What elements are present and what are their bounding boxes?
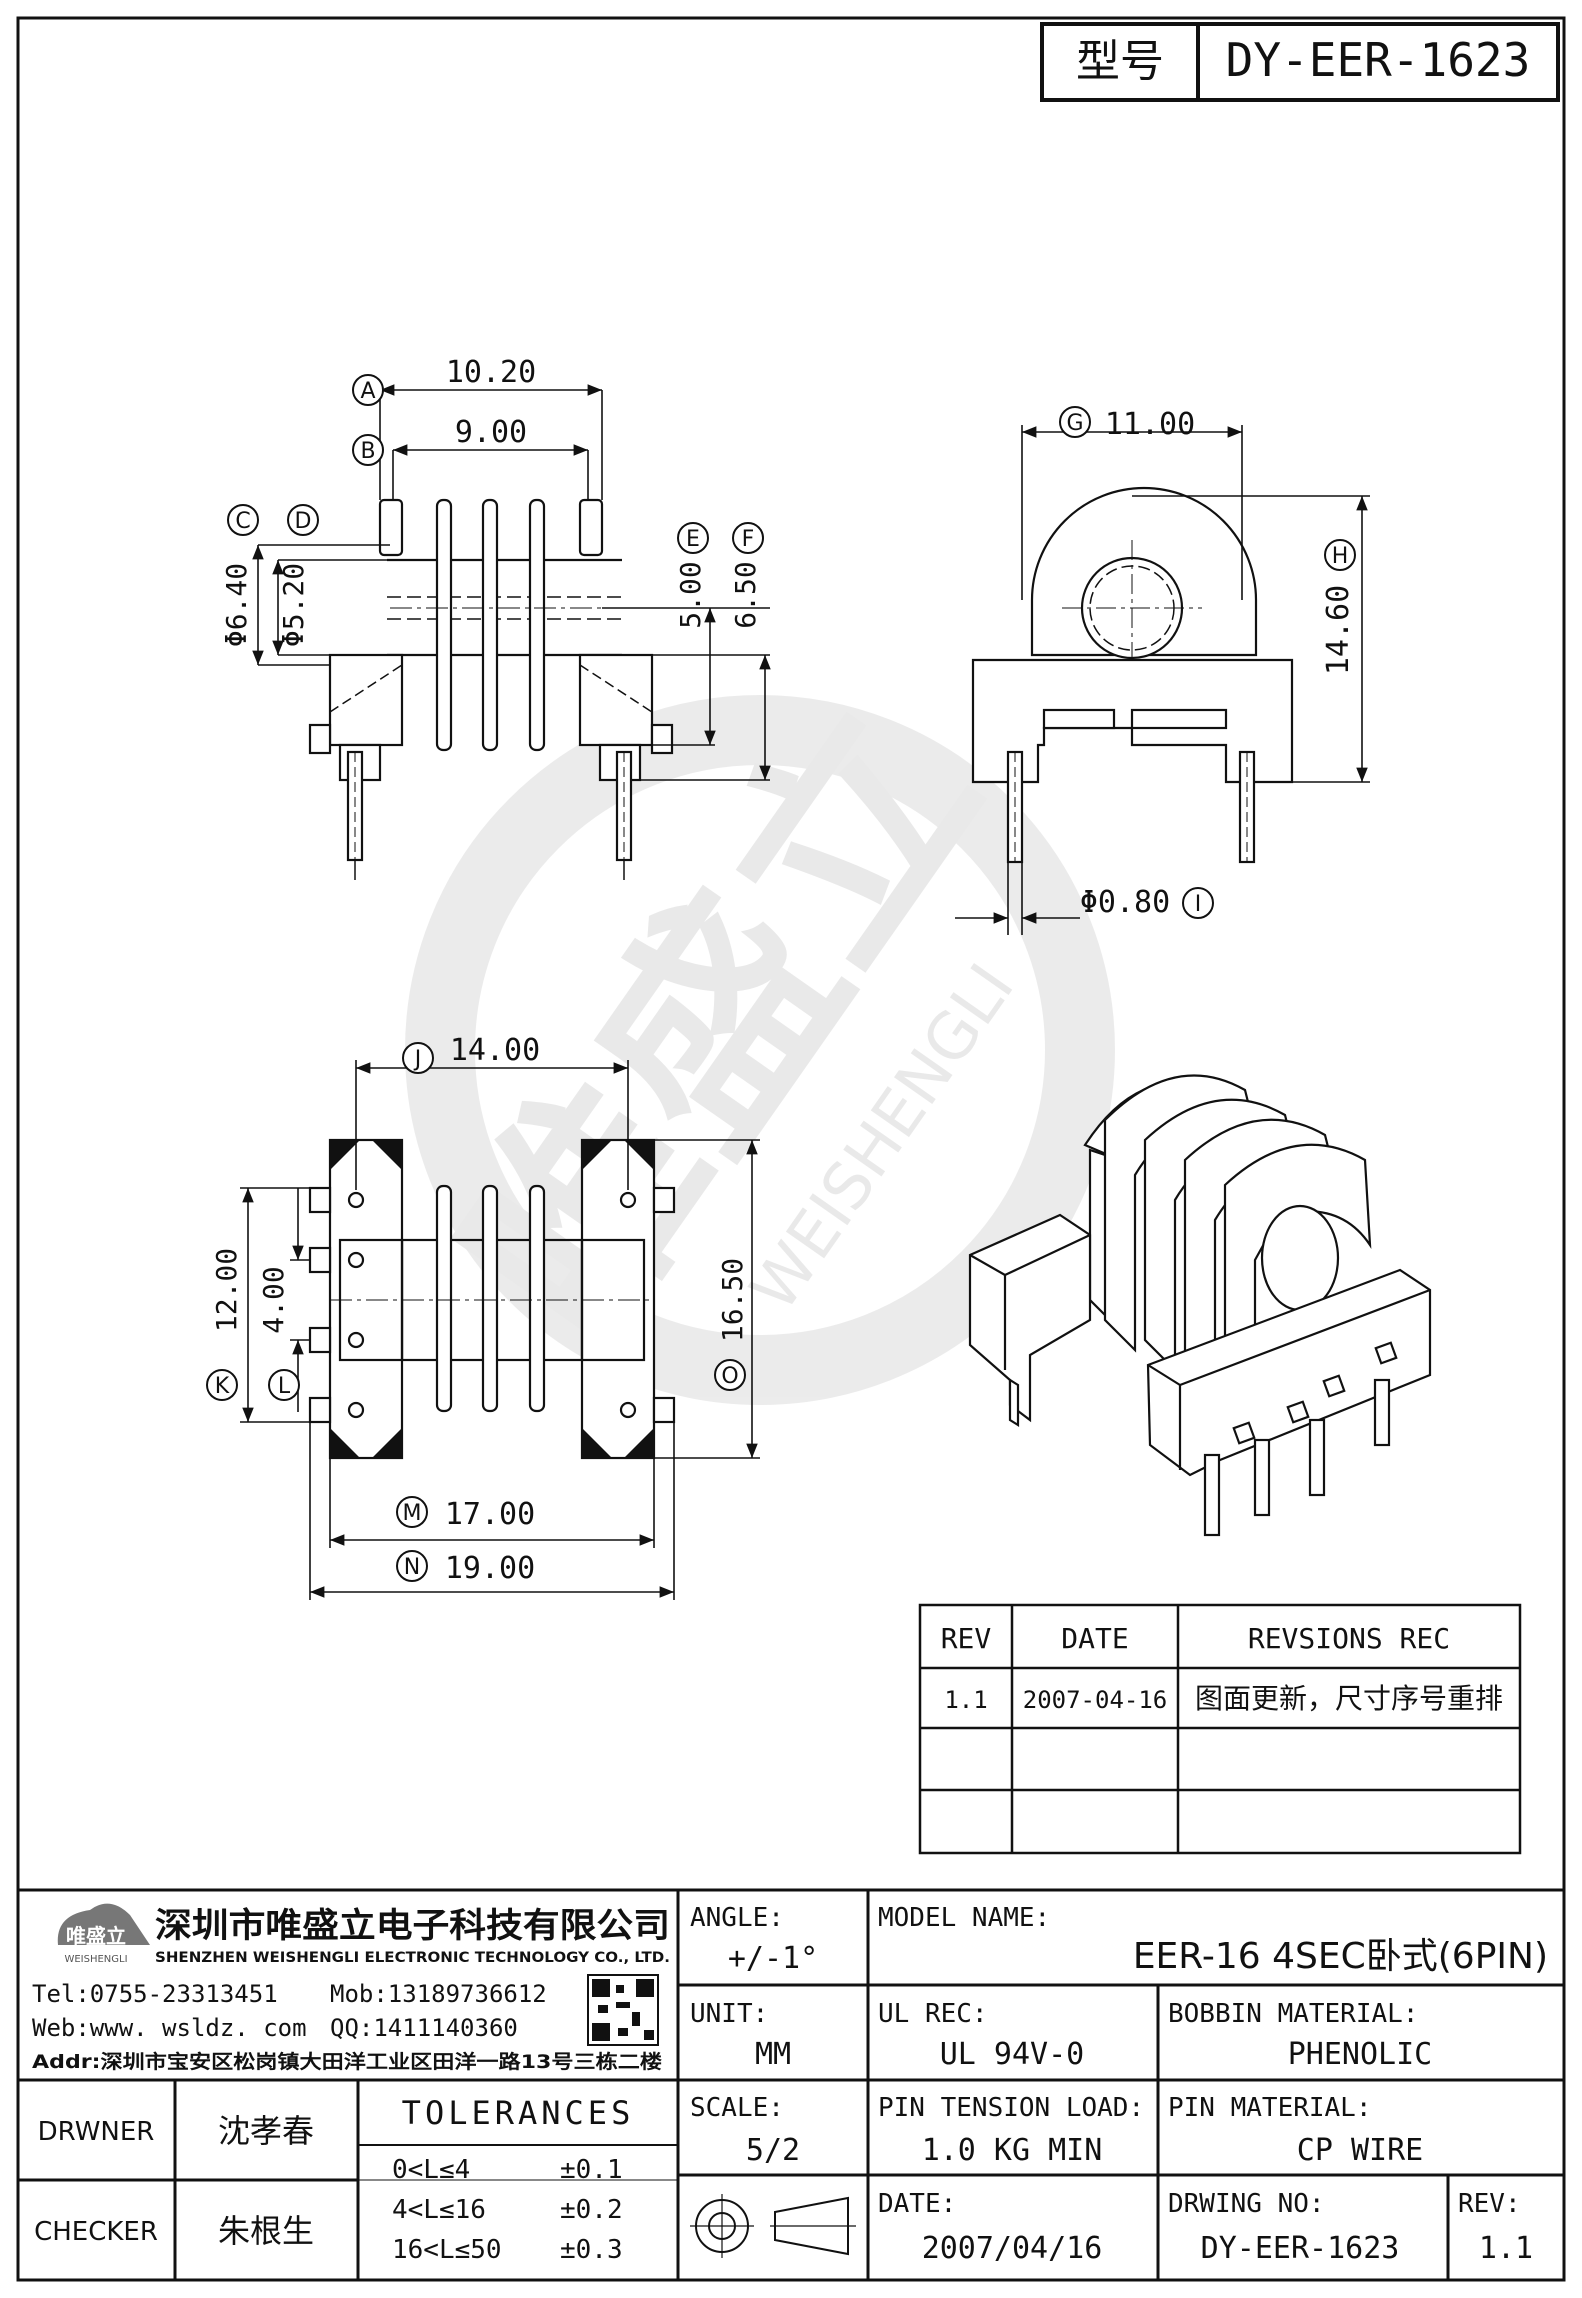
tag-D: D (295, 509, 312, 534)
tol-value-2: ±0.2 (560, 2195, 623, 2225)
tag-G: G (1066, 411, 1083, 436)
angle-value: +/-1° (728, 1941, 818, 1976)
date-value: 2007/04/16 (922, 2231, 1103, 2266)
scale-label: SCALE: (690, 2093, 784, 2123)
scale-value: 5/2 (746, 2133, 800, 2168)
dim-C: Φ6.40 (220, 563, 253, 647)
bobbin-material-value: PHENOLIC (1288, 2037, 1433, 2072)
ul-label: UL REC: (878, 1999, 988, 2029)
company-info: 唯盛立 WEISHENGLI 深圳市唯盛立电子科技有限公司 SHENZHEN W… (32, 1903, 670, 2073)
type-value: DY-EER-1623 (1226, 33, 1531, 87)
dim-B: 9.00 (455, 415, 527, 450)
rev-value: 1.1 (1479, 2231, 1533, 2266)
pin-material-value: CP WIRE (1297, 2133, 1423, 2168)
checker-label: CHECKER (34, 2217, 158, 2247)
drawing-no-label: DRWING NO: (1168, 2189, 1325, 2219)
header-box: 型号 DY-EER-1623 (1040, 22, 1560, 102)
company-addr: Addr:深圳市宝安区松岗镇大田洋工业区田洋一路13号三栋二楼 (32, 2050, 662, 2073)
tag-I: I (1195, 892, 1202, 917)
dim-J: 14.00 (450, 1033, 540, 1068)
company-qq: QQ:1411140360 (330, 2014, 518, 2042)
dim-F: 6.50 (729, 561, 762, 628)
side-dims: G 11.00 H 14.60 Φ0.80 I (955, 406, 1370, 935)
company-name-cn: 深圳市唯盛立电子科技有限公司 (155, 1906, 670, 1946)
front-dims: A 10.20 B 9.00 C D Φ6.40 Φ5.20 E F 5.00 … (220, 355, 771, 781)
tolerances-label: TOLERANCES (402, 2094, 635, 2132)
tag-O: O (721, 1364, 738, 1389)
dim-I: Φ0.80 (1080, 885, 1170, 920)
qr-code-icon (587, 1974, 659, 2046)
tol-range-3: 16<L≤50 (392, 2235, 502, 2265)
projection-symbol-icon (690, 2194, 856, 2258)
tag-F: F (742, 527, 755, 552)
tag-K: K (215, 1374, 230, 1399)
tag-L: L (278, 1374, 291, 1399)
tol-range-2: 4<L≤16 (392, 2195, 486, 2225)
dim-A: 10.20 (446, 355, 536, 390)
company-name-en: SHENZHEN WEISHENGLI ELECTRONIC TECHNOLOG… (155, 1950, 670, 1966)
tag-E: E (686, 527, 700, 552)
outer-border (16, 16, 1566, 2282)
company-mob: Mob:13189736612 (330, 1980, 547, 2008)
dim-E: 5.00 (674, 561, 707, 628)
drawing-no-value: DY-EER-1623 (1201, 2231, 1400, 2266)
drawer-value: 沈孝春 (218, 2112, 314, 2150)
title-block (18, 1888, 1564, 2280)
rev-header-rev: REV (941, 1622, 992, 1655)
model-label: MODEL NAME: (878, 1903, 1050, 1933)
type-label: 型号 (1076, 36, 1164, 87)
front-view (308, 498, 674, 880)
dim-M: 17.00 (445, 1497, 535, 1532)
revision-table: REV DATE REVSIONS REC 1.1 2007-04-16 图面更… (918, 1603, 1522, 1855)
side-view (971, 486, 1294, 864)
tag-B: B (360, 439, 375, 464)
dim-O: 16.50 (716, 1258, 749, 1342)
logo-cn: 唯盛立 (66, 1924, 126, 1948)
company-logo: 唯盛立 WEISHENGLI (57, 1903, 151, 1965)
tag-N: N (404, 1555, 420, 1580)
tag-H: H (1332, 544, 1349, 569)
pin-material-label: PIN MATERIAL: (1168, 2093, 1372, 2123)
isometric-view (968, 1074, 1432, 1537)
tag-C: C (235, 509, 250, 534)
model-value: EER-16 4SEC卧式(6PIN) (1133, 1936, 1548, 1977)
title-block-texts: ANGLE: +/-1° MODEL NAME: EER-16 4SEC卧式(6… (34, 1903, 1548, 2266)
dim-N: 19.00 (445, 1551, 535, 1586)
rev-header-rec: REVSIONS REC (1248, 1622, 1450, 1655)
company-tel: Tel:0755-23313451 (32, 1980, 278, 2008)
tag-A: A (360, 379, 375, 404)
date-label: DATE: (878, 2189, 956, 2219)
dim-H: 14.60 (1321, 585, 1356, 675)
unit-label: UNIT: (690, 1999, 768, 2029)
pin-tension-value: 1.0 KG MIN (922, 2133, 1103, 2168)
ul-value: UL 94V-0 (940, 2037, 1085, 2072)
bottom-dims: J 14.00 12.00 K 4.00 L 16.50 O M 17.00 N… (206, 1033, 760, 1600)
bobbin-material-label: BOBBIN MATERIAL: (1168, 1999, 1418, 2029)
rev-row1-date: 2007-04-16 (1023, 1686, 1168, 1714)
dim-G: 11.00 (1105, 407, 1195, 442)
rev-label: REV: (1458, 2189, 1521, 2219)
rev-header-date: DATE (1061, 1622, 1128, 1655)
drawer-label: DRWNER (38, 2117, 155, 2147)
tag-M: M (403, 1501, 422, 1526)
tol-range-1: 0<L≤4 (392, 2155, 470, 2185)
checker-value: 朱根生 (218, 2212, 314, 2250)
rev-row1-rec: 图面更新，尺寸序号重排 (1195, 1682, 1503, 1715)
unit-value: MM (755, 2037, 791, 2072)
tag-J: J (413, 1047, 422, 1072)
logo-en: WEISHENGLI (64, 1954, 127, 1965)
company-web: Web:www. wsldz. com (32, 2014, 307, 2042)
dim-K: 12.00 (210, 1248, 243, 1332)
angle-label: ANGLE: (690, 1903, 784, 1933)
tol-value-1: ±0.1 (560, 2155, 623, 2185)
tol-value-3: ±0.3 (560, 2235, 623, 2265)
rev-row1-rev: 1.1 (944, 1686, 987, 1714)
dim-D: Φ5.20 (277, 563, 310, 647)
bottom-view (308, 1138, 676, 1460)
dim-L: 4.00 (257, 1266, 290, 1333)
pin-tension-label: PIN TENSION LOAD: (878, 2093, 1144, 2123)
